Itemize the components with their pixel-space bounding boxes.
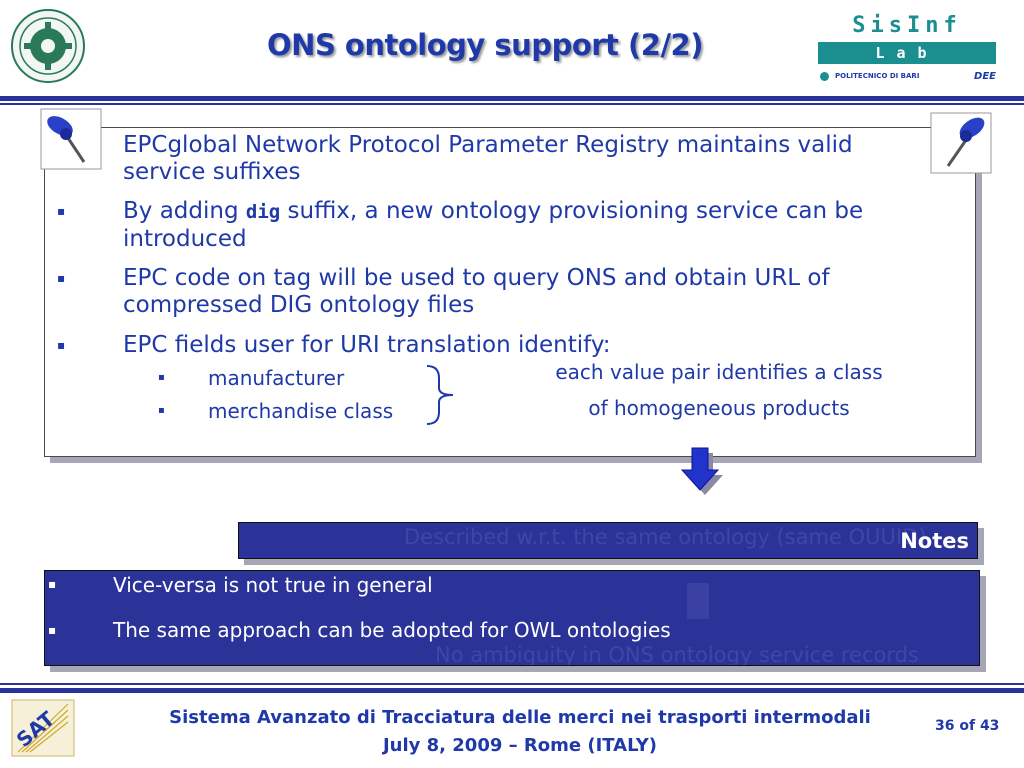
sisinf-logo-lab: Lab: [818, 42, 996, 64]
page-number: 36 of 43: [935, 718, 1000, 734]
down-arrow-icon: [680, 447, 723, 495]
header-rule-thin: [0, 103, 1024, 105]
notes-bullet-1: Vice-versa is not true in general: [113, 573, 433, 597]
sisinf-logo-top: SisInf: [852, 13, 962, 38]
notes-box: ▪ Vice-versa is not true in general ▪ Th…: [44, 570, 980, 666]
notes-bullet-1-marker: ▪: [48, 577, 57, 591]
notes-bar: Described w.r.t. the same ontology (same…: [238, 522, 978, 559]
footer-date-location: July 8, 2009 – Rome (ITALY): [382, 735, 658, 756]
bullet-3-text: EPC code on tag will be used to query ON…: [123, 265, 830, 318]
notes-label: Notes: [900, 529, 969, 553]
subbullet-merchandise-class: merchandise class: [208, 399, 394, 423]
dig-code: dig: [245, 201, 281, 223]
sisinf-logo-footer: POLITECNICO DI BARI DEE: [818, 68, 996, 84]
bullet-3-marker: ▪: [57, 271, 66, 285]
sat-project-logo: SAT: [11, 699, 75, 757]
notes-bullet-2: The same approach can be adopted for OWL…: [113, 618, 671, 642]
bullet-2-marker: ▪: [57, 204, 66, 218]
bullet-2-post: suffix, a new ontology provisioning serv…: [123, 198, 864, 252]
gear-icon: [820, 71, 829, 81]
pushpin-left-icon: [40, 108, 102, 170]
subbullet-manufacturer: manufacturer: [208, 366, 345, 390]
bullet-2-pre: By adding: [123, 198, 246, 224]
pushpin-right-icon: [930, 112, 992, 174]
notes-bullet-2-marker: ▪: [48, 623, 57, 637]
side-note-line-1: each value pair identifies a class: [555, 360, 883, 384]
side-note-line-2: of homogeneous products: [588, 396, 850, 420]
page-title: ONS ontology support (2/2): [267, 28, 703, 62]
header-rule: [0, 96, 1024, 101]
sisinf-lab-logo: SisInf Lab POLITECNICO DI BARI DEE: [818, 12, 996, 84]
bullet-2-text: By adding dig suffix, a new ontology pro…: [123, 198, 963, 253]
ghost-arrow: [687, 583, 709, 619]
notes-ghost-text: Described w.r.t. the same ontology (same…: [404, 525, 927, 549]
bullet-4-marker: ▪: [57, 338, 66, 352]
notes-ghost-text-2: No ambiguity in ONS ontology service rec…: [435, 643, 919, 666]
curly-brace: [426, 365, 454, 425]
politecnico-seal-logo: [11, 9, 85, 83]
footer-rule-thin: [0, 683, 1024, 685]
main-bullet-box: EPCglobal Network Protocol Parameter Reg…: [44, 127, 976, 457]
bullet-1-text: EPCglobal Network Protocol Parameter Reg…: [123, 132, 853, 185]
subbullet-1-marker: ▪: [158, 372, 165, 383]
footer-rule: [0, 688, 1024, 693]
subbullet-2-marker: ▪: [158, 405, 165, 416]
footer-project-title: Sistema Avanzato di Tracciatura delle me…: [169, 707, 871, 728]
institution-name: POLITECNICO DI BARI: [835, 72, 920, 80]
bullet-4-text: EPC fields user for URI translation iden…: [123, 332, 611, 358]
dept-logo: DEE: [974, 70, 996, 82]
